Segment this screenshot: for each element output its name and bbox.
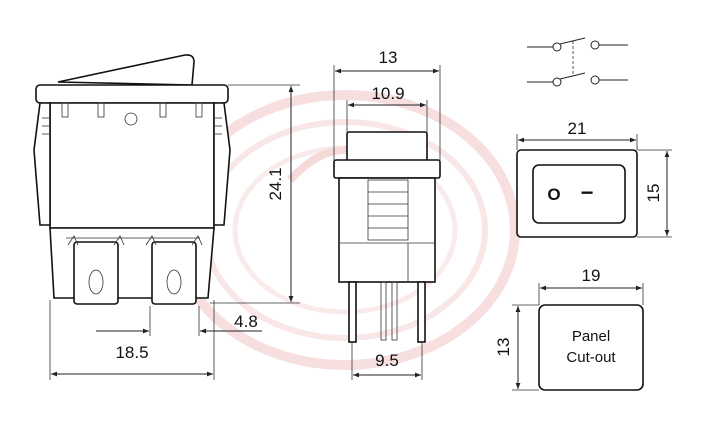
cutout-height-label: 13	[494, 338, 513, 357]
front-height-label: 24.1	[266, 167, 285, 200]
side-dimensions: 13 10.9 9.5	[333, 48, 441, 380]
top-view: O −	[516, 149, 638, 238]
front-pitch-label: 4.8	[234, 312, 258, 331]
top-dimensions: 21 15	[516, 119, 672, 238]
cutout-width-label: 19	[582, 266, 601, 285]
off-symbol: O	[547, 185, 560, 204]
top-height-label: 15	[644, 184, 663, 203]
switch-schematic	[527, 37, 628, 87]
front-view	[33, 54, 231, 305]
panel-cutout-dimensions: 19 13	[494, 266, 644, 391]
panel-cutout-line1: Panel	[572, 328, 610, 345]
front-dimensions: 24.1 18.5 4.8	[49, 84, 300, 380]
side-inner-width-label: 10.9	[371, 84, 404, 103]
on-symbol: −	[581, 180, 594, 205]
side-outer-width-label: 13	[379, 48, 398, 67]
panel-cutout-line2: Cut-out	[566, 349, 616, 366]
front-width-label: 18.5	[115, 343, 148, 362]
top-width-label: 21	[568, 119, 587, 138]
panel-cutout: Panel Cut-out	[538, 304, 644, 391]
side-view	[333, 131, 441, 343]
side-pin-span-label: 9.5	[375, 351, 399, 370]
